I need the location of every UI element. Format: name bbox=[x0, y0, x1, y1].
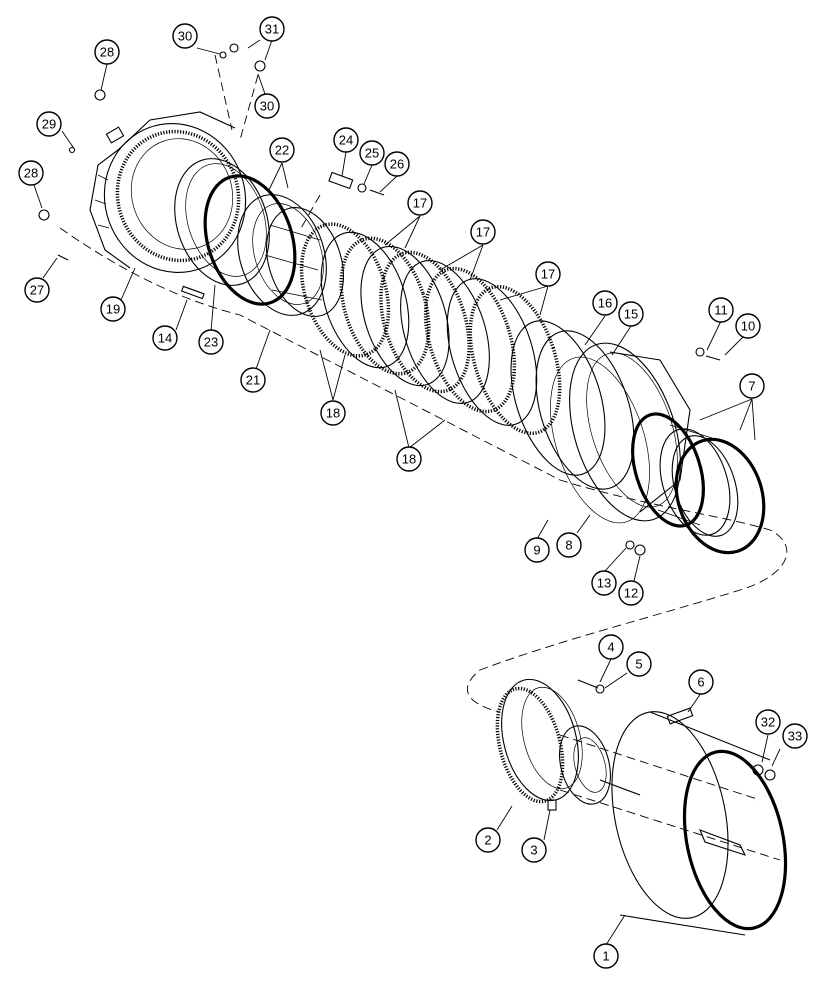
callout-14: 14 bbox=[152, 325, 178, 351]
callout-12: 12 bbox=[618, 580, 644, 606]
callout-16: 16 bbox=[592, 290, 618, 316]
plate-part-16 bbox=[510, 320, 606, 476]
hardware-parts bbox=[38, 43, 721, 556]
callout-23: 23 bbox=[198, 329, 224, 355]
svg-text:19: 19 bbox=[106, 302, 120, 317]
assembly-path-lines bbox=[59, 54, 788, 861]
svg-text:25: 25 bbox=[365, 146, 379, 161]
callout-13: 13 bbox=[591, 570, 617, 596]
svg-text:11: 11 bbox=[714, 303, 728, 318]
bolts-lower bbox=[577, 679, 776, 781]
callout-3: 3 bbox=[521, 837, 547, 863]
callout-22: 22 bbox=[269, 137, 295, 163]
svg-text:13: 13 bbox=[597, 576, 611, 591]
svg-text:32: 32 bbox=[761, 715, 775, 730]
callout-9: 9 bbox=[524, 537, 550, 563]
ring-part-9 bbox=[550, 356, 650, 524]
callout-7: 7 bbox=[739, 373, 765, 399]
callout-25: 25 bbox=[359, 140, 385, 166]
ring-gear-part-2 bbox=[495, 678, 583, 804]
callout-17a: 17 bbox=[407, 190, 433, 216]
callout-1: 1 bbox=[593, 943, 619, 969]
callout-30a: 30 bbox=[172, 23, 198, 49]
callout-4: 4 bbox=[598, 634, 624, 660]
svg-text:6: 6 bbox=[697, 675, 704, 690]
callout-28a: 28 bbox=[94, 39, 120, 65]
callout-5: 5 bbox=[626, 651, 652, 677]
clutch-disc-stack bbox=[299, 222, 562, 436]
svg-text:31: 31 bbox=[265, 22, 279, 37]
svg-text:15: 15 bbox=[624, 307, 638, 322]
callout-29: 29 bbox=[36, 111, 62, 137]
svg-text:9: 9 bbox=[533, 543, 540, 558]
callout-10: 10 bbox=[735, 313, 761, 339]
callout-21: 21 bbox=[240, 367, 266, 393]
svg-text:28: 28 bbox=[24, 166, 38, 181]
leader-lines bbox=[33, 39, 781, 946]
callout-17b: 17 bbox=[470, 219, 496, 245]
svg-text:10: 10 bbox=[741, 319, 755, 334]
callout-33: 33 bbox=[782, 723, 808, 749]
planet-carrier-part-3 bbox=[547, 725, 641, 811]
svg-text:5: 5 bbox=[635, 657, 642, 672]
svg-text:22: 22 bbox=[275, 143, 289, 158]
seal-rings-part-7 bbox=[631, 412, 766, 555]
callout-17c: 17 bbox=[535, 261, 561, 287]
svg-text:29: 29 bbox=[42, 117, 56, 132]
svg-text:23: 23 bbox=[204, 335, 218, 350]
svg-text:12: 12 bbox=[624, 586, 638, 601]
callout-2: 2 bbox=[475, 827, 501, 853]
svg-text:33: 33 bbox=[788, 729, 802, 744]
svg-text:24: 24 bbox=[339, 133, 353, 148]
svg-text:1: 1 bbox=[602, 949, 609, 964]
callout-30b: 30 bbox=[254, 93, 280, 119]
svg-text:16: 16 bbox=[598, 296, 612, 311]
seal-ring-part-22 bbox=[203, 174, 297, 306]
hub-housing-part-1 bbox=[611, 711, 788, 936]
svg-text:18: 18 bbox=[326, 406, 340, 421]
callout-27: 27 bbox=[24, 277, 50, 303]
svg-text:8: 8 bbox=[565, 538, 572, 553]
svg-text:17: 17 bbox=[413, 196, 427, 211]
plate-part-15 bbox=[535, 330, 635, 490]
svg-text:14: 14 bbox=[158, 331, 172, 346]
svg-text:30: 30 bbox=[260, 99, 274, 114]
callout-15: 15 bbox=[618, 301, 644, 327]
svg-text:21: 21 bbox=[246, 373, 260, 388]
svg-text:28: 28 bbox=[100, 45, 114, 60]
callout-18b: 18 bbox=[396, 446, 422, 472]
svg-text:7: 7 bbox=[748, 379, 755, 394]
callout-11: 11 bbox=[708, 297, 734, 323]
piston-part-21 bbox=[237, 194, 344, 317]
svg-text:17: 17 bbox=[541, 267, 555, 282]
svg-text:18: 18 bbox=[402, 452, 416, 467]
callout-26: 26 bbox=[384, 151, 410, 177]
callout-18a: 18 bbox=[320, 400, 346, 426]
svg-text:30: 30 bbox=[178, 29, 192, 44]
callout-28b: 28 bbox=[18, 160, 44, 186]
svg-text:27: 27 bbox=[30, 283, 44, 298]
svg-text:17: 17 bbox=[476, 225, 490, 240]
callout-19: 19 bbox=[100, 296, 126, 322]
svg-text:4: 4 bbox=[607, 640, 614, 655]
flange-part-8 bbox=[569, 342, 691, 522]
svg-text:2: 2 bbox=[484, 833, 491, 848]
callout-6: 6 bbox=[688, 669, 714, 695]
callout-24: 24 bbox=[333, 127, 359, 153]
callout-31: 31 bbox=[259, 16, 285, 42]
svg-text:3: 3 bbox=[530, 843, 537, 858]
svg-text:26: 26 bbox=[390, 157, 404, 172]
ring-part-23 bbox=[174, 158, 270, 286]
callout-8: 8 bbox=[556, 532, 582, 558]
callout-32: 32 bbox=[755, 709, 781, 735]
